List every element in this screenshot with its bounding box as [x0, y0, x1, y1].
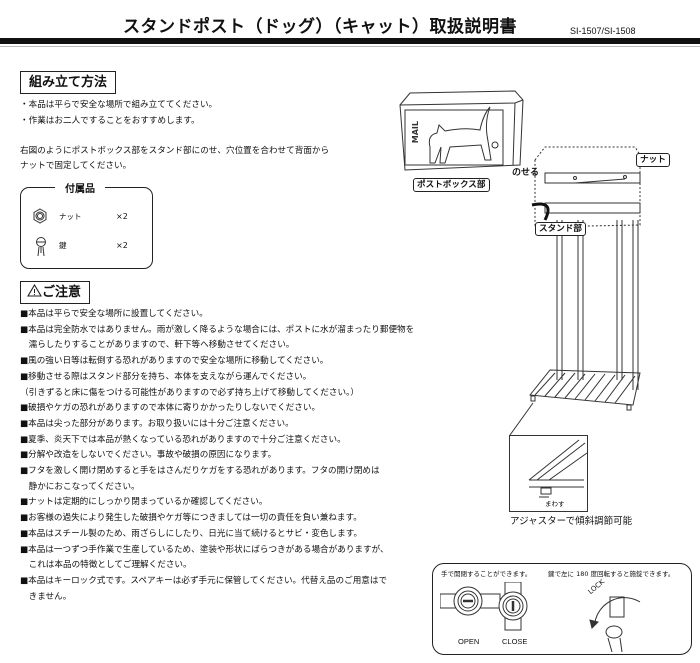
- assembly-instruction: 右図のようにポストボックス部をスタンド部にのせ、穴位置を合わせて背面から: [20, 146, 330, 156]
- key-turn-icon: [589, 596, 641, 652]
- assembly-bullet: ・作業はお二人ですることをおすすめします。: [20, 116, 200, 126]
- accessory-name: 鍵: [59, 241, 67, 250]
- accessory-name: ナット: [59, 212, 82, 221]
- adjuster-caption: アジャスターで傾斜調節可能: [510, 516, 633, 527]
- place-label: のせる: [512, 168, 540, 178]
- caution-item: ■本品は平らで安全な場所に設置してください。: [20, 309, 208, 319]
- adjuster-detail: [509, 435, 588, 512]
- stand-label: スタンド部: [535, 222, 586, 236]
- caution-item: ■夏季、炎天下では本品が熱くなっている恐れがありますので十分ご注意ください。: [20, 434, 346, 445]
- nut-icon: [33, 208, 47, 224]
- caution-item: ■本品は尖った部分があります。お取り扱いには十分ご注意ください。: [20, 418, 294, 429]
- caution-item: ■分解や改造をしないでください。事故や破損の原因になります。: [20, 450, 277, 461]
- header-divider: [0, 38, 700, 44]
- model-number: SI-1507/SI-1508: [570, 26, 636, 36]
- caution-heading: ご注意: [20, 281, 91, 304]
- caution-item: ■破損やケガの恐れがありますので本体に寄りかかったりしないでください。: [20, 403, 321, 414]
- caution-heading-text: ご注意: [42, 285, 82, 300]
- lock-illustration: [440, 582, 641, 652]
- open-label: OPEN: [458, 637, 480, 646]
- caution-item: ■移動させる際はスタンド部分を持ち、本体を支えながら運んでください。: [20, 371, 312, 382]
- caution-item: ■フタを激しく開け閉めすると手をはさんだりケガをする恐れがあります。フタの開け閉…: [20, 466, 380, 476]
- lock-text-key: 鍵で左に 180 度回転すると施錠できます。: [548, 570, 675, 578]
- caution-item: ■風の強い日等は転倒する恐れがありますので安全な場所に移動してください。: [20, 356, 329, 367]
- caution-item: ■本品は完全防水ではありません。雨が激しく降るような場合には、ポストに水が溜まっ…: [20, 324, 415, 335]
- accessory-qty: ×2: [116, 241, 128, 250]
- open-lock-icon: [440, 586, 501, 616]
- caution-item: ■本品は一つずつ手作業で生産しているため、塗装や形状にばらつきがある場合がありま…: [20, 544, 389, 555]
- caution-item: ■ナットは定期的にしっかり閉まっているか確認してください。: [20, 497, 268, 508]
- lock-instructions-box: [432, 563, 692, 655]
- caution-item: （引きずると床に傷をつける可能性がありますので必ず持ち上げて移動してください。）: [20, 387, 359, 398]
- header-divider-thin: [0, 46, 700, 47]
- close-lock-icon: [498, 582, 528, 631]
- accessory-qty: ×2: [116, 212, 128, 221]
- nut-label: ナット: [636, 153, 670, 167]
- turn-label: まわす: [545, 500, 565, 508]
- caution-item: 静かにおこなってください。: [20, 481, 140, 492]
- assembly-instruction: ナットで固定してください。: [20, 161, 132, 171]
- lock-text-manual: 手で開閉することができます。: [441, 570, 532, 578]
- postbox-illustration: [399, 90, 524, 171]
- assembly-bullet: ・本品は平らで安全な場所で組み立ててください。: [20, 100, 218, 110]
- caution-item: これは本品の特徴としてご理解ください。: [20, 560, 192, 571]
- assembly-diagram: [399, 90, 641, 435]
- warning-icon: [27, 283, 42, 297]
- caution-item: ■本品はキーロック式です。スペアキーは必ず手元に保管してください。代替え品のご用…: [20, 575, 388, 586]
- assembly-heading: 組み立て方法: [20, 71, 117, 94]
- close-label: CLOSE: [502, 637, 528, 646]
- postbox-label: ポストボックス部: [413, 178, 490, 192]
- caution-item: 濡らしたりすることがありますので、軒下等へ移動させてください。: [20, 340, 295, 351]
- caution-item: ■本品はスチール製のため、雨ざらしにしたり、日光に当て続けるとサビ・変色します。: [20, 528, 363, 539]
- key-icon: [36, 237, 46, 257]
- page-title: スタンドポスト（ドッグ）（キャット）取扱説明書: [123, 17, 517, 37]
- caution-item: ■お客様の過失により発生した破損やケガ等につきましては一切の責任を負い兼ねます。: [20, 513, 362, 524]
- mail-text: MAIL: [411, 121, 420, 144]
- caution-item: きません。: [20, 591, 72, 602]
- accessories-heading: 付属品: [55, 180, 105, 195]
